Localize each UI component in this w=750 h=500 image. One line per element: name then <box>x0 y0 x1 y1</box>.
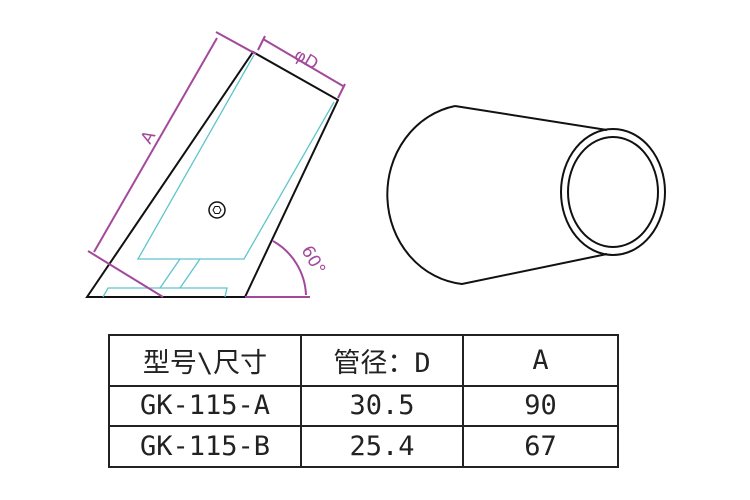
table-header-row: 型号\尺寸 管径：D A <box>108 334 619 387</box>
cell-a: 90 <box>462 384 619 428</box>
side-view: A φD 60° <box>85 31 346 298</box>
table-row: GK-115-A 30.5 90 <box>108 384 619 428</box>
fitting-outline <box>85 50 340 298</box>
hidden-lines <box>102 54 335 298</box>
cell-a: 67 <box>462 425 619 468</box>
header-model: 型号\尺寸 <box>108 334 302 387</box>
table-row: GK-115-B 25.4 67 <box>108 425 619 468</box>
cell-model: GK-115-A <box>108 384 302 428</box>
header-a: A <box>462 334 619 387</box>
spec-table: 型号\尺寸 管径：D A GK-115-A 30.5 90 GK-115-B 2… <box>108 334 619 468</box>
header-diameter: 管径：D <box>300 334 464 387</box>
cell-diameter: 30.5 <box>300 384 464 428</box>
cell-model: GK-115-B <box>108 425 302 468</box>
dimensions <box>87 31 346 298</box>
end-view <box>386 105 666 286</box>
screw-icon <box>208 201 226 219</box>
cell-diameter: 25.4 <box>300 425 464 468</box>
